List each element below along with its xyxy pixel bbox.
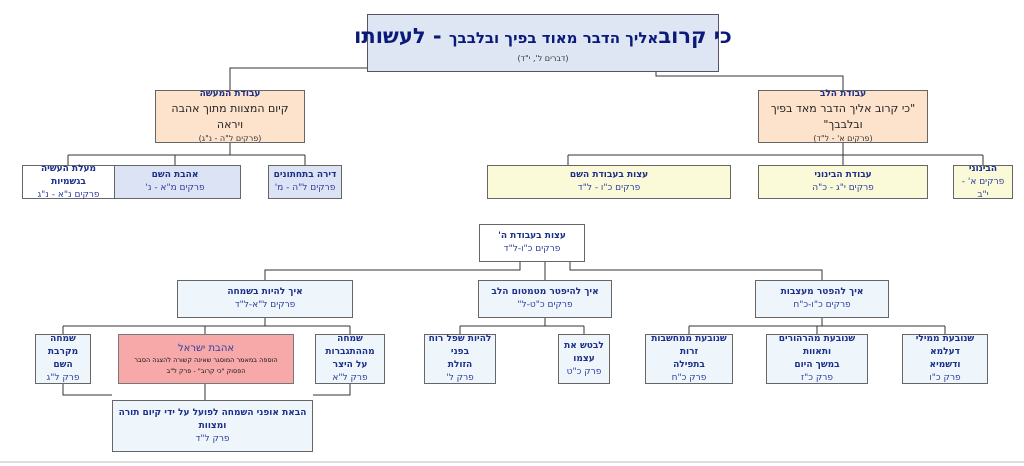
- heart-child-title: עצות בעבודת השם: [569, 170, 649, 180]
- sadness-child-line1: שנובעת מהרהורים ותאוות: [778, 334, 856, 357]
- advice-child-dullness: איך להיפטר מטמטום הלב פרקים כ"ט-ל": [478, 280, 612, 318]
- joy-child-line1: שמחה מקרבת: [47, 334, 79, 357]
- connector-joy-bottom-left: [62, 384, 112, 396]
- heart-child-title: הבינוני: [968, 163, 998, 174]
- joy-bottom-line1: הבאת אופני השמחה לפועל על ידי קיום תורה: [118, 407, 307, 418]
- connector-root-heart: [655, 68, 844, 90]
- advice-child-title: איך להיפטר מטמטום הלב: [491, 287, 599, 297]
- sadness-child-ref: פרק כ"ז: [801, 373, 833, 383]
- joy-child-line1: אהבת ישראל: [177, 342, 235, 354]
- heart-child-etzot: עצות בעבודת השם פרקים כ"ו - ל"ד: [487, 165, 731, 199]
- advice-child-ref: פרקים ל"א-ל"ד: [234, 300, 296, 310]
- advice-child-joy: איך להיות בשמחה פרקים ל"א-ל"ד: [177, 280, 353, 318]
- heart-child-ref: פרקים א' - י"ב: [961, 176, 1005, 200]
- sadness-child-ref: פרק כ"ו: [929, 373, 961, 383]
- sadness-child-2: שנובעת מהרהורים ותאוות במשך היום פרק כ"ז: [766, 334, 868, 384]
- root-title-a: כי קרוב: [658, 24, 732, 48]
- action-child-title: אהבת השם: [151, 170, 199, 180]
- action-title: עבודת המעשה: [199, 89, 261, 99]
- sadness-child-line2: במשך היום: [794, 360, 840, 370]
- joy-child-ref: פרק ל"א: [332, 373, 368, 383]
- joy-child-line3: הפסוק "כי קרוב" - פרק ל"ב: [166, 366, 246, 375]
- dullness-child-line1: לבטש את: [564, 340, 604, 351]
- joy-child-line2: על היצר: [332, 360, 368, 370]
- joy-bottom-line2: ומצוות: [198, 420, 227, 431]
- sadness-child-line1: שנובעת ממחשבות זרות: [651, 334, 727, 357]
- advice-ref: פרקים כ"ו-ל"ד: [503, 244, 561, 254]
- connector-advice-left: [264, 262, 521, 280]
- dullness-child-ref: פרק כ"ט: [566, 366, 602, 377]
- root-title: כי קרובאליך הדבר מאוד בפיך ובלבבך - לעשו…: [354, 21, 732, 53]
- dullness-child-line2: הזולת: [447, 360, 473, 370]
- sadness-child-3: שנובעת ממחשבות זרות בתפילה פרק כ"ח: [645, 334, 733, 384]
- dullness-child-2: להיות שפל רוח בפני הזולת פרק ל': [424, 334, 496, 384]
- sadness-child-line1: שנובעת ממילי דעלמא: [915, 334, 975, 357]
- heart-box: עבודת הלב "כי קרוב אליך הדבר מאד בפיך וב…: [758, 89, 928, 143]
- heart-line: "כי קרוב אליך הדבר מאד בפיך ובלבבך": [770, 102, 916, 131]
- advice-child-ref: פרקים כ"ט-ל": [517, 300, 573, 310]
- heart-ref: (פרקים א' - ל"ד): [813, 134, 873, 143]
- dullness-child-1: לבטש את עצמו פרק כ"ט: [558, 334, 610, 384]
- advice-child-sadness: איך להפטר מעצבות פרקים כ"ו-כ"ח: [755, 280, 889, 318]
- action-child-maalat: מעלת העשיה בגשמיות פרקים נ"א - נ"ג: [22, 163, 115, 200]
- connector-root-action: [229, 67, 372, 90]
- sadness-child-ref: פרק כ"ח: [671, 373, 707, 383]
- action-child-title: דירה בתחתונים: [273, 170, 337, 180]
- joy-child-line1: שמחה מההתגברות: [325, 334, 375, 357]
- action-child-title: מעלת העשיה בגשמיות: [40, 163, 97, 187]
- sadness-child-1: שנובעת ממילי דעלמא ודשמיא פרק כ"ו: [902, 334, 988, 384]
- joy-child-line2: הוספה במאמר המוסגר שאינה קשורה להצגה הסב…: [134, 355, 278, 364]
- heart-child-avodat-habeinoni: עבודת הבינוני פרקים י"ג - כ"ה: [758, 165, 928, 199]
- action-child-ref: פרקים מ"א - נ': [145, 183, 205, 193]
- root-ref: (דברים ל', י"ד): [517, 54, 569, 63]
- dullness-child-line1: להיות שפל רוח בפני: [428, 334, 492, 357]
- joy-child-line2: השם: [53, 360, 73, 370]
- connector-advice-right: [569, 262, 823, 280]
- action-ref: (פרקים ל"ה - נ"ג): [198, 134, 262, 143]
- joy-child-3: שמחה מקרבת השם פרק ל"ג: [35, 334, 91, 384]
- root-verse-box: כי קרובאליך הדבר מאוד בפיך ובלבבך - לעשו…: [354, 14, 732, 72]
- advice-title: עצות בעבודת ה': [498, 231, 566, 241]
- heart-child-ref: פרקים י"ג - כ"ה: [812, 183, 874, 193]
- joy-bottom-box: הבאת אופני השמחה לפועל על ידי קיום תורה …: [112, 400, 313, 452]
- joy-child-ahavat-yisrael: אהבת ישראל הוספה במאמר המוסגר שאינה קשור…: [118, 334, 294, 384]
- heart-child-ref: פרקים כ"ו - ל"ד: [577, 183, 641, 193]
- advice-box: עצות בעבודת ה' פרקים כ"ו-ל"ד: [479, 224, 585, 262]
- action-child-dira: דירה בתחתונים פרקים ל"ה - מ': [268, 165, 342, 199]
- heart-child-title: עבודת הבינוני: [814, 170, 872, 180]
- root-title-c: - לעשותו: [354, 24, 442, 48]
- action-child-ref: פרקים נ"א - נ"ג: [37, 189, 100, 200]
- sadness-child-line2: בתפילה: [673, 360, 705, 370]
- advice-child-title: איך להפטר מעצבות: [780, 287, 864, 297]
- root-title-b: אליך הדבר מאוד בפיך ובלבבך: [448, 29, 659, 47]
- dullness-child-line2: עצמו: [573, 353, 595, 364]
- dullness-child-ref: פרק ל': [446, 373, 474, 383]
- advice-child-ref: פרקים כ"ו-כ"ח: [793, 300, 851, 310]
- joy-bottom-ref: פרק ל"ד: [195, 433, 230, 444]
- action-line: קיום המצוות מתוך אהבה ויראה: [171, 102, 289, 131]
- heart-child-beinoni: הבינוני פרקים א' - י"ב: [953, 163, 1013, 200]
- advice-child-title: איך להיות בשמחה: [227, 287, 303, 297]
- action-child-ref: פרקים ל"ה - מ': [274, 183, 336, 193]
- heart-title: עבודת הלב: [819, 89, 867, 99]
- joy-child-ref: פרק ל"ג: [46, 373, 80, 383]
- connector-joy-bottom-right: [313, 384, 351, 396]
- action-box: עבודת המעשה קיום המצוות מתוך אהבה ויראה …: [155, 89, 305, 143]
- sadness-child-line2: ודשמיא: [929, 360, 961, 370]
- action-child-ahavat-hashem: אהבת השם פרקים מ"א - נ': [109, 165, 241, 199]
- joy-child-1: שמחה מההתגברות על היצר פרק ל"א: [315, 334, 385, 384]
